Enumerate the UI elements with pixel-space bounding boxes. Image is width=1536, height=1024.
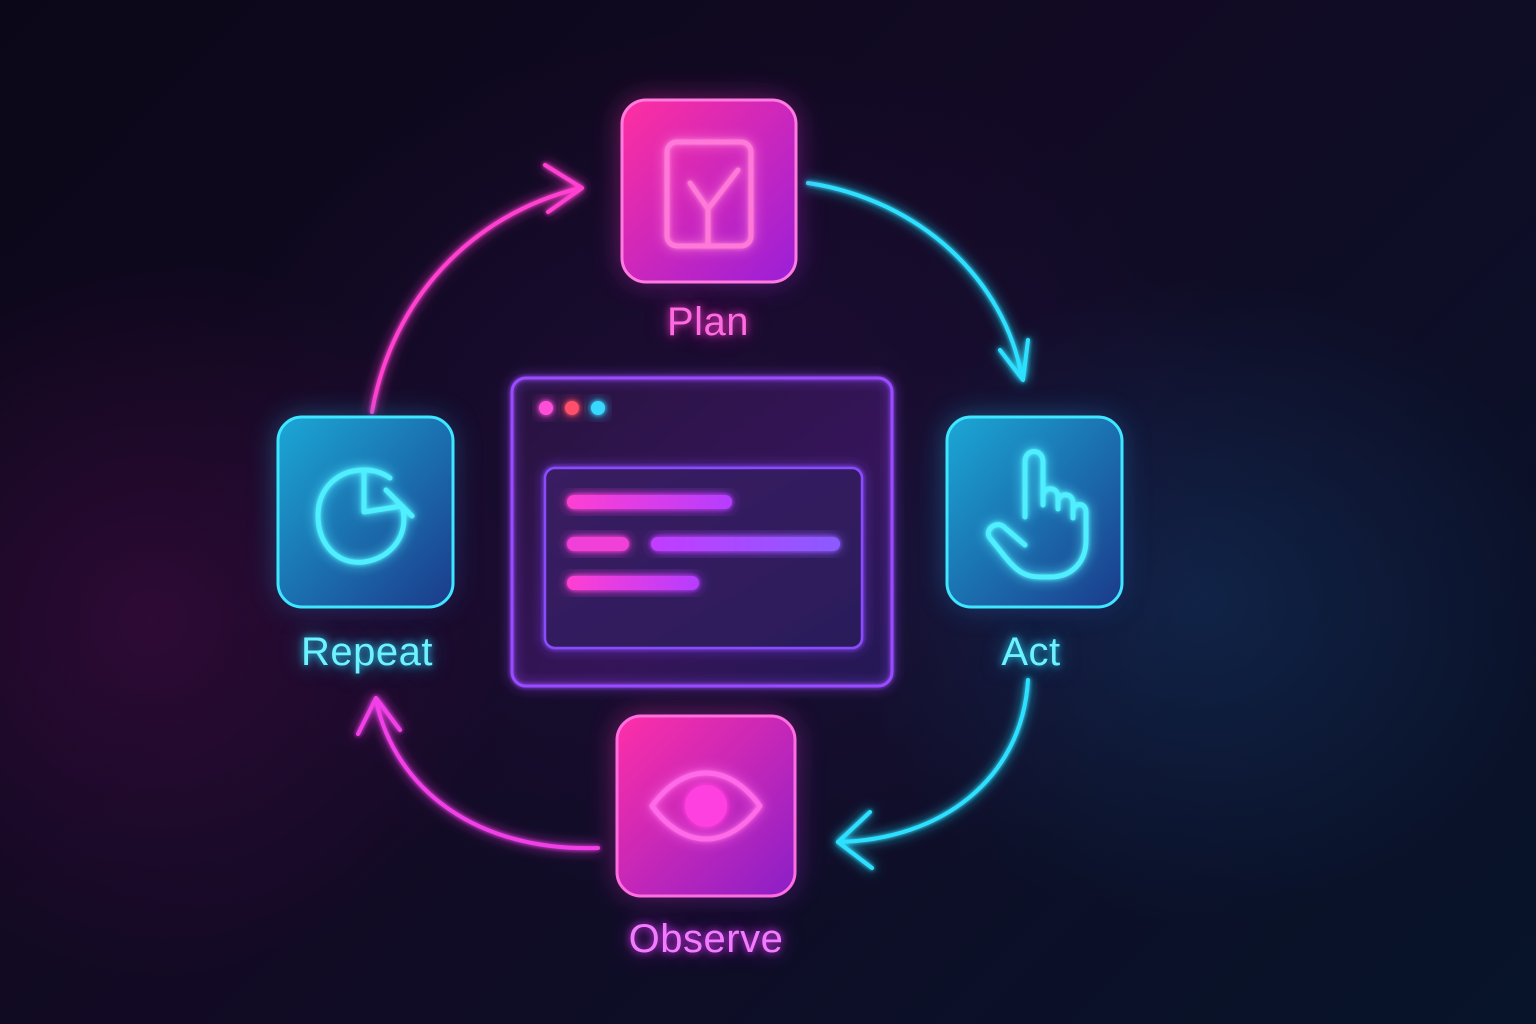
arrow-act-to-observe	[836, 678, 1030, 870]
window-dot-cyan	[591, 401, 605, 415]
eye-icon	[649, 770, 763, 842]
act-node[interactable]	[945, 415, 1124, 609]
checkbox-icon	[664, 139, 754, 249]
refresh-icon	[315, 467, 415, 565]
arrow-repeat-to-plan	[370, 163, 584, 414]
text-line	[651, 537, 840, 551]
text-line	[567, 576, 699, 590]
text-line	[567, 495, 732, 509]
content-panel	[543, 466, 864, 650]
window-dot-red	[565, 401, 579, 415]
observe-node[interactable]	[615, 714, 797, 898]
pointer-hand-icon	[986, 449, 1089, 580]
observe-label: Observe	[628, 917, 784, 961]
repeat-label: Repeat	[301, 630, 433, 674]
act-label: Act	[1001, 630, 1061, 674]
arrow-plan-to-act	[806, 181, 1030, 382]
text-line	[567, 537, 629, 551]
window-dot-pink	[539, 401, 553, 415]
repeat-node[interactable]	[276, 415, 455, 609]
plan-node[interactable]	[620, 98, 798, 284]
plan-label: Plan	[666, 300, 750, 344]
arrow-observe-to-repeat	[356, 696, 600, 851]
browser-window-icon	[510, 376, 894, 688]
